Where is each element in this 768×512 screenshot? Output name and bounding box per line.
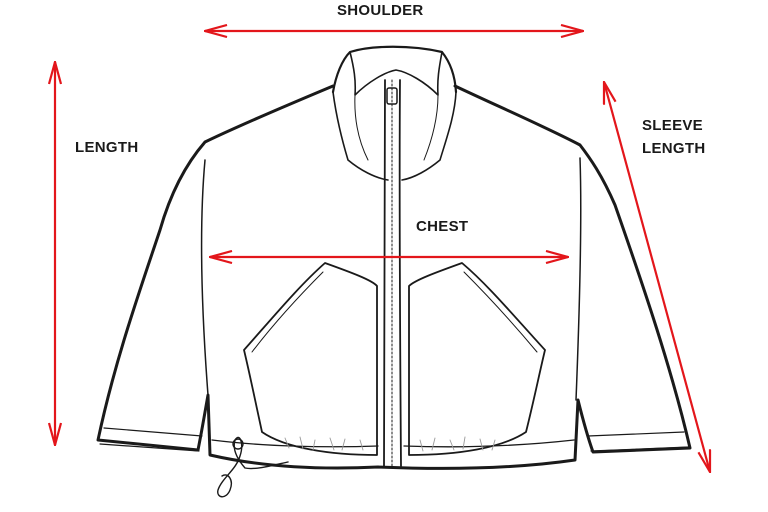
measurement-arrows xyxy=(55,31,710,472)
drawstring-toggle xyxy=(232,438,244,450)
sleeve-label-line2: LENGTH xyxy=(642,140,706,157)
jacket-body-outline xyxy=(96,84,692,470)
sleeve-label-line1: SLEEVE xyxy=(642,117,703,134)
collar-stand-right xyxy=(401,91,457,181)
right-pocket-welt xyxy=(463,271,538,353)
drawstring-cord xyxy=(217,436,289,498)
zipper-left-edge xyxy=(383,79,386,467)
length-label: LENGTH xyxy=(75,139,139,156)
left-pocket-welt xyxy=(251,271,324,353)
right-cuff xyxy=(587,431,690,452)
sleeve-length-label: SLEEVE LENGTH xyxy=(642,114,705,160)
collar-inner-right xyxy=(423,94,439,161)
zipper-pull xyxy=(386,87,398,105)
chest-label: CHEST xyxy=(416,218,469,235)
hem-gathers xyxy=(284,436,496,452)
zipper-right-edge xyxy=(398,79,402,467)
collar-stand-left xyxy=(332,91,389,181)
right-armhole-seam xyxy=(575,157,582,401)
left-cuff xyxy=(99,427,203,452)
collar-fold xyxy=(349,51,443,96)
sleeve-length-arrow xyxy=(604,82,710,472)
right-pocket xyxy=(408,262,546,456)
jacket-icon xyxy=(96,45,692,498)
collar-inner-left xyxy=(354,94,369,161)
shoulder-label: SHOULDER xyxy=(337,2,424,19)
hem-drawstring-band xyxy=(211,439,575,448)
left-pocket xyxy=(243,262,378,456)
collar-outline xyxy=(331,45,458,94)
left-armhole-seam xyxy=(200,159,209,396)
